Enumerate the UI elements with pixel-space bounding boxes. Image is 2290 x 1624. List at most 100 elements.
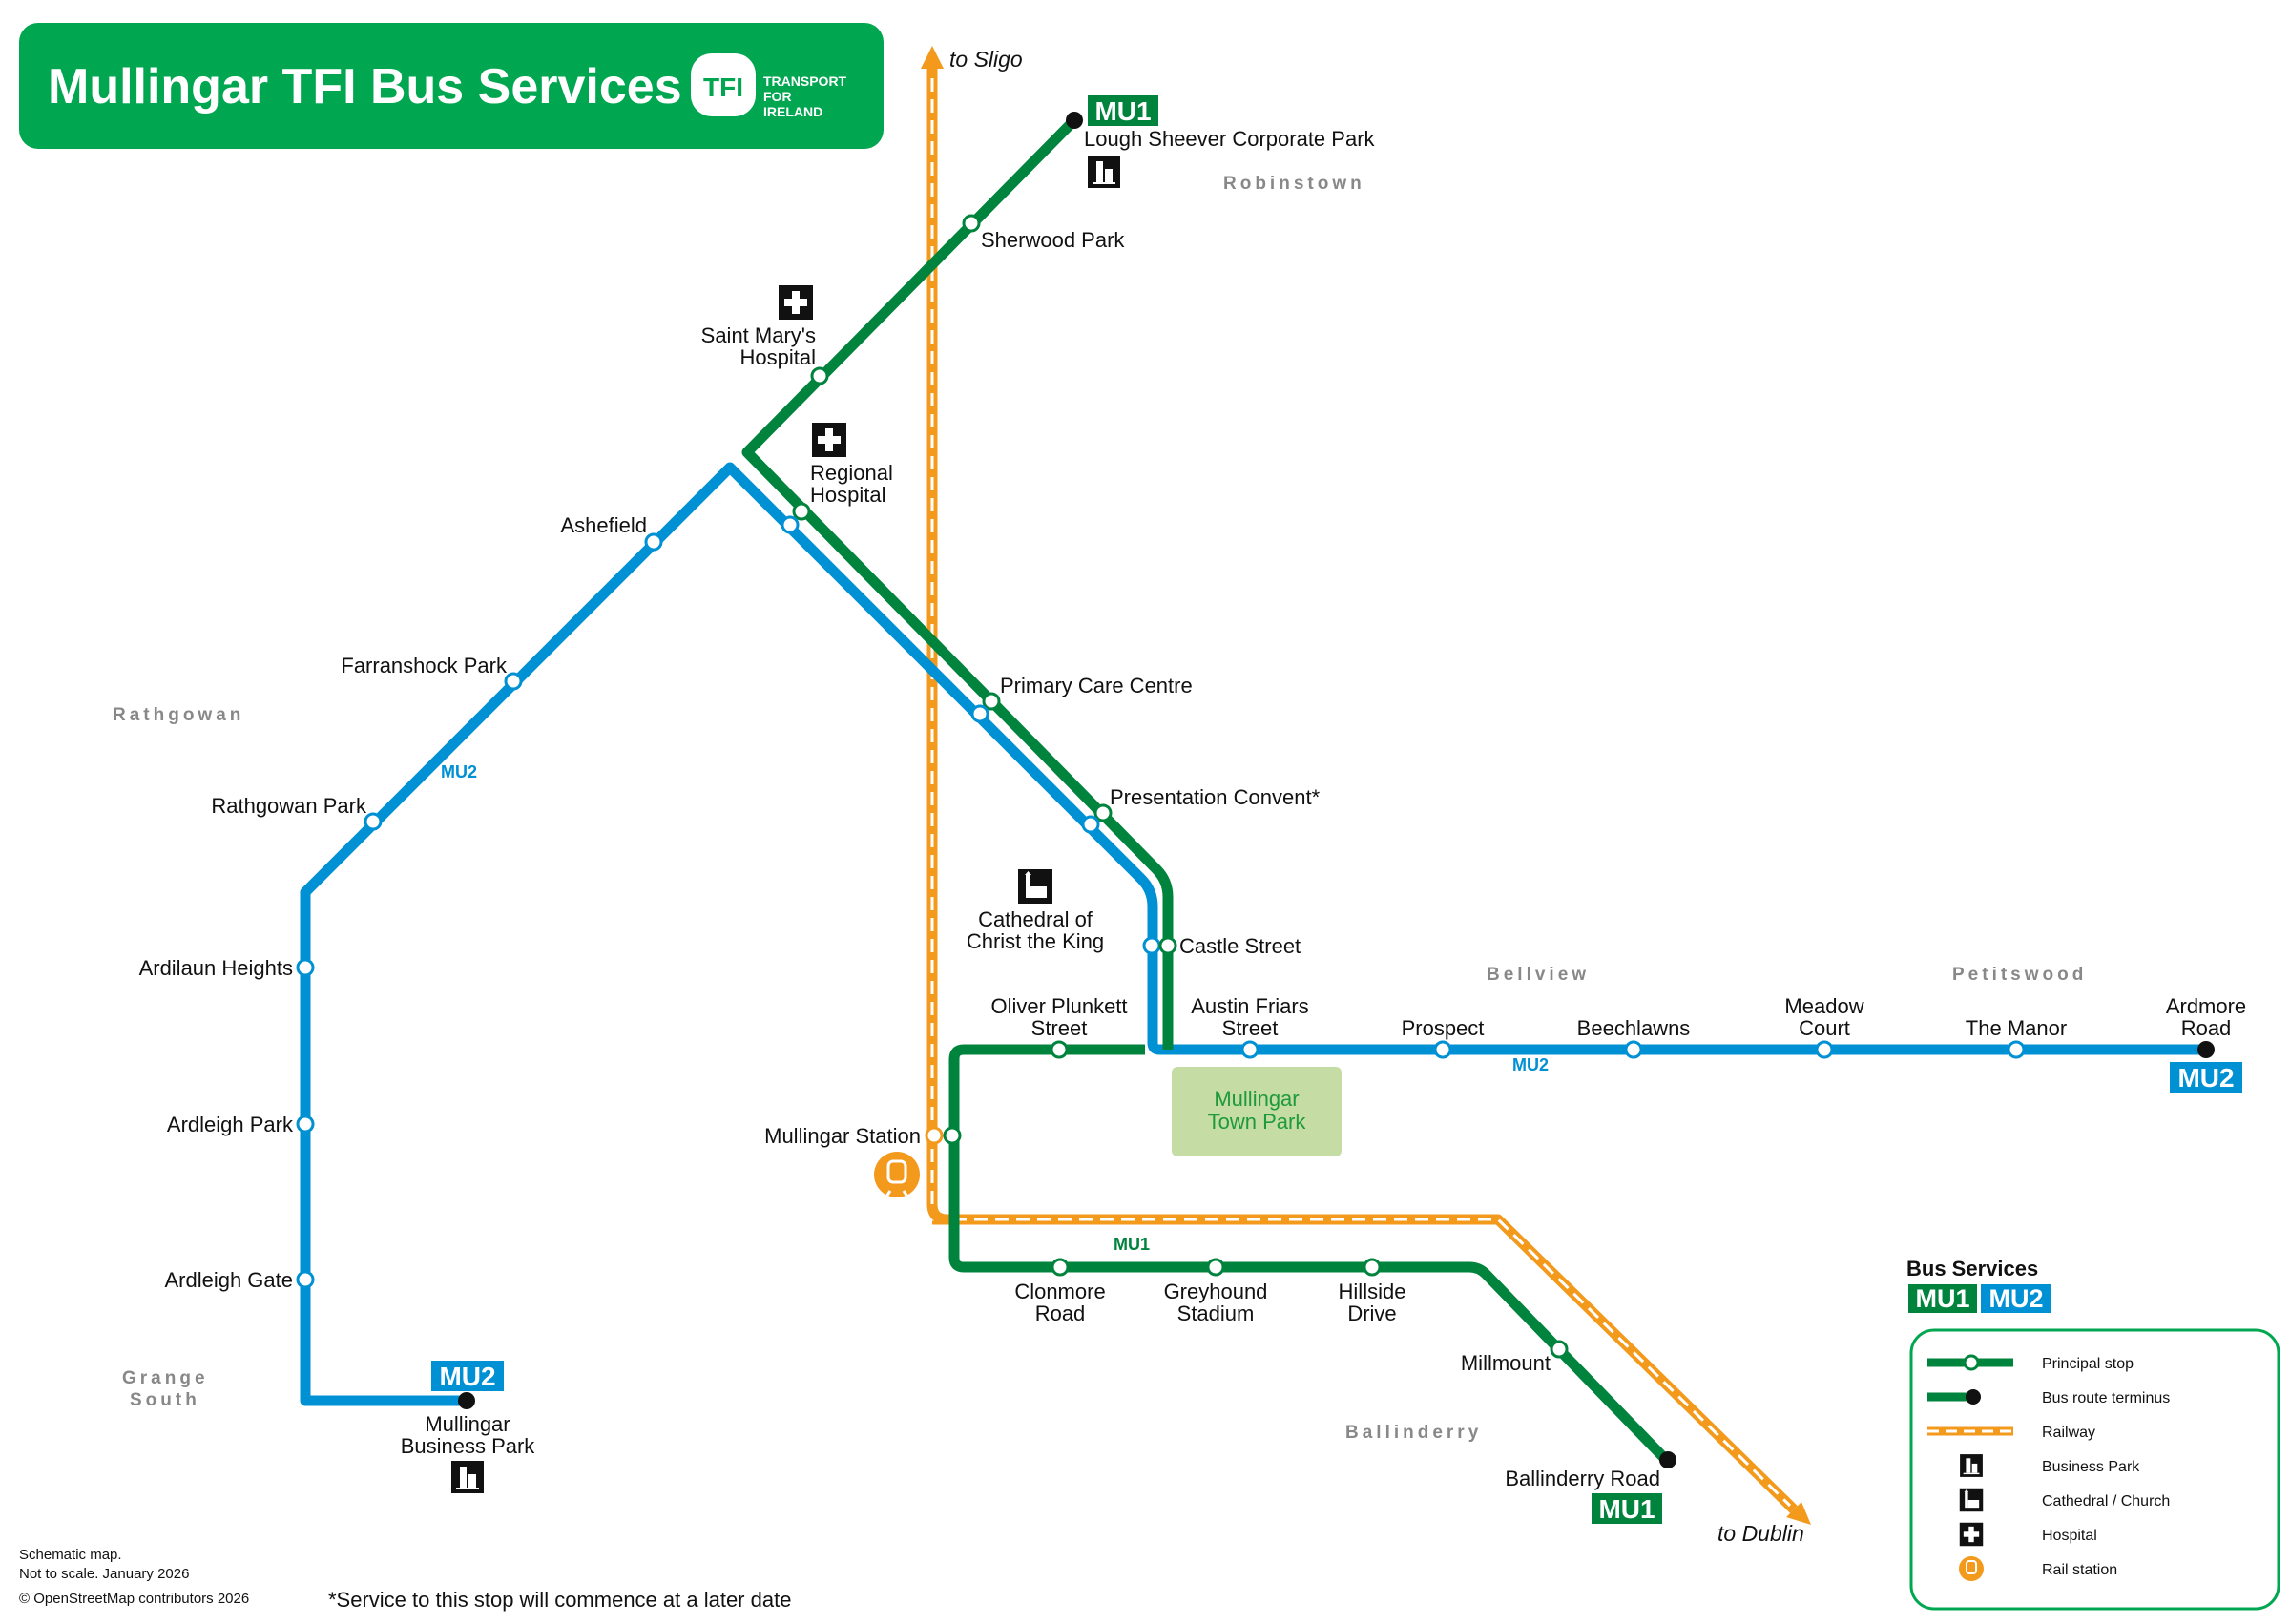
stop-marker-millmount[interactable] [1550, 1340, 1569, 1359]
stop-marker-greyhound[interactable] [1206, 1258, 1225, 1277]
hospital-icon-st-marys [779, 285, 813, 320]
area-ballinderry: Ballinderry [1345, 1423, 1482, 1443]
stop-marker-clonmore[interactable] [1051, 1258, 1070, 1277]
stop-label-ashefield: Ashefield [560, 513, 647, 537]
stop-label-beechlawns: Beechlawns [1577, 1016, 1691, 1040]
legend-rail-station: Rail station [2042, 1562, 2117, 1578]
stop-label-ardmore-2: Road [2181, 1016, 2232, 1040]
stop-label-austin-1: Austin Friars [1191, 994, 1308, 1018]
tfi-name-line-2: FOR [763, 89, 792, 104]
stop-marker-meadow-court[interactable] [1815, 1040, 1834, 1059]
stop-label-lough-sheever: Lough Sheever Corporate Park [1084, 127, 1376, 151]
area-bellview: Bellview [1487, 965, 1590, 985]
route-mu2-line [300, 462, 2206, 1406]
stop-marker-prospect[interactable] [1433, 1040, 1452, 1059]
stop-label-clonmore-1: Clonmore [1014, 1280, 1105, 1303]
town-park-label-1: Mullingar [1214, 1087, 1299, 1111]
tfi-logo-badge [691, 53, 756, 116]
stop-label-farranshock: Farranshock Park [341, 654, 508, 677]
legend-badge-mu1-text: MU1 [1915, 1284, 1969, 1313]
rail-station-icon-circle [874, 1152, 920, 1197]
badge-mu2-west-text: MU2 [439, 1362, 495, 1391]
stop-marker-ardilaun[interactable] [296, 958, 315, 977]
stop-label-meadow-2: Court [1799, 1016, 1850, 1040]
stop-label-regional-2: Hospital [810, 483, 885, 507]
terminus-ballinderry-road[interactable] [1659, 1451, 1676, 1468]
note-copyright: © OpenStreetMap contributors 2026 [19, 1591, 249, 1607]
tfi-logo-text: TFI [703, 73, 743, 102]
stop-label-castle-street: Castle Street [1179, 934, 1301, 958]
direction-to-dublin: to Dublin [1718, 1521, 1804, 1546]
stop-marker-castle-street-mu2[interactable] [1142, 936, 1161, 955]
title-panel: Mullingar TFI Bus Services TFI TRANSPORT… [19, 23, 884, 149]
legend: Bus Services MU1 MU2 Principal stop Bus … [1906, 1257, 2280, 1611]
legend-business-park: Business Park [2042, 1459, 2140, 1475]
area-grange: Grange [122, 1368, 209, 1388]
stop-label-business-park-1: Mullingar [425, 1412, 510, 1436]
route-mu1-line-south [948, 1044, 1672, 1466]
legend-hospital-icon [1959, 1522, 1984, 1547]
stop-marker-station-bus[interactable] [943, 1126, 962, 1145]
stop-marker-the-manor[interactable] [2007, 1040, 2026, 1059]
stop-marker-austin-friars[interactable] [1240, 1040, 1260, 1059]
stop-marker-station-rail[interactable] [925, 1126, 944, 1145]
stop-marker-regional-mu2[interactable] [781, 515, 800, 534]
legend-terminus-marker [1966, 1389, 1981, 1405]
stop-marker-st-marys[interactable] [810, 366, 829, 385]
arrow-to-sligo-icon [921, 46, 944, 69]
tfi-logo: TFI TRANSPORT FOR IRELAND [691, 53, 847, 119]
legend-terminus: Bus route terminus [2042, 1390, 2170, 1406]
stop-marker-sherwood[interactable] [962, 214, 981, 233]
stop-marker-presentation-mu1[interactable] [1093, 803, 1113, 822]
rail-station-icon [874, 1152, 920, 1197]
stop-label-the-manor: The Manor [1966, 1016, 2067, 1040]
route-label-mu2-west: MU2 [441, 762, 477, 781]
stop-marker-ashefield[interactable] [644, 532, 663, 552]
stop-marker-primary-care-mu1[interactable] [982, 692, 1001, 711]
stop-marker-regional-mu1[interactable] [792, 502, 811, 521]
stop-label-st-marys-1: Saint Mary's [701, 323, 816, 347]
legend-cathedral: Cathedral / Church [2042, 1493, 2170, 1509]
legend-badge-mu2-bg [1981, 1284, 2051, 1313]
stop-label-greyhound-2: Stadium [1177, 1301, 1255, 1325]
badge-mu1-ballinderry: MU1 [1592, 1493, 1662, 1524]
legend-badge-mu1-bg [1908, 1284, 1977, 1313]
note-schematic: Schematic map. [19, 1547, 122, 1563]
stop-marker-beechlawns[interactable] [1624, 1040, 1643, 1059]
stop-label-cathedral-1: Cathedral of [978, 907, 1093, 931]
note-asterisk: *Service to this stop will commence at a… [328, 1588, 791, 1612]
stop-marker-primary-care-mu2[interactable] [970, 704, 989, 723]
legend-church-icon [1959, 1488, 1984, 1512]
legend-principal-stop: Principal stop [2042, 1356, 2134, 1372]
note-not-to-scale: Not to scale. January 2026 [19, 1566, 189, 1582]
stop-marker-ardleigh-gate[interactable] [296, 1270, 315, 1289]
stop-marker-oliver-plunkett[interactable] [1050, 1040, 1069, 1059]
railway-curve [926, 1203, 948, 1225]
stop-marker-rathgowan-park[interactable] [364, 812, 383, 831]
tfi-name-line-1: TRANSPORT [763, 73, 847, 89]
stop-marker-hillside[interactable] [1363, 1258, 1382, 1277]
stop-label-sherwood: Sherwood Park [981, 228, 1125, 252]
terminus-lough-sheever[interactable] [1066, 112, 1083, 129]
route-label-mu1-south: MU1 [1114, 1235, 1150, 1254]
town-park-area [1172, 1067, 1342, 1156]
stop-marker-ardleigh-park[interactable] [296, 1114, 315, 1134]
terminus-ardmore-road[interactable] [2197, 1041, 2215, 1058]
stop-label-business-park-2: Business Park [401, 1434, 536, 1458]
stop-label-ballinderry-road: Ballinderry Road [1505, 1467, 1660, 1490]
stop-label-austin-2: Street [1222, 1016, 1279, 1040]
badge-mu2-business-park: MU2 [431, 1361, 504, 1391]
stop-marker-farranshock[interactable] [504, 672, 523, 691]
stop-label-greyhound-1: Greyhound [1164, 1280, 1268, 1303]
legend-badge-mu2-text: MU2 [1988, 1284, 2043, 1313]
rail-station-icon-rails [885, 1190, 909, 1197]
business-park-icon-mullingar [451, 1461, 484, 1493]
badge-mu1-lough-sheever: MU1 [1088, 95, 1158, 126]
stop-marker-castle-street-mu1[interactable] [1158, 936, 1177, 955]
stop-marker-presentation-mu2[interactable] [1081, 815, 1100, 834]
title-background [19, 23, 884, 149]
stop-label-oliver-1: Oliver Plunkett [990, 994, 1127, 1018]
principal-stops [296, 214, 2026, 1359]
terminus-business-park[interactable] [458, 1392, 475, 1409]
